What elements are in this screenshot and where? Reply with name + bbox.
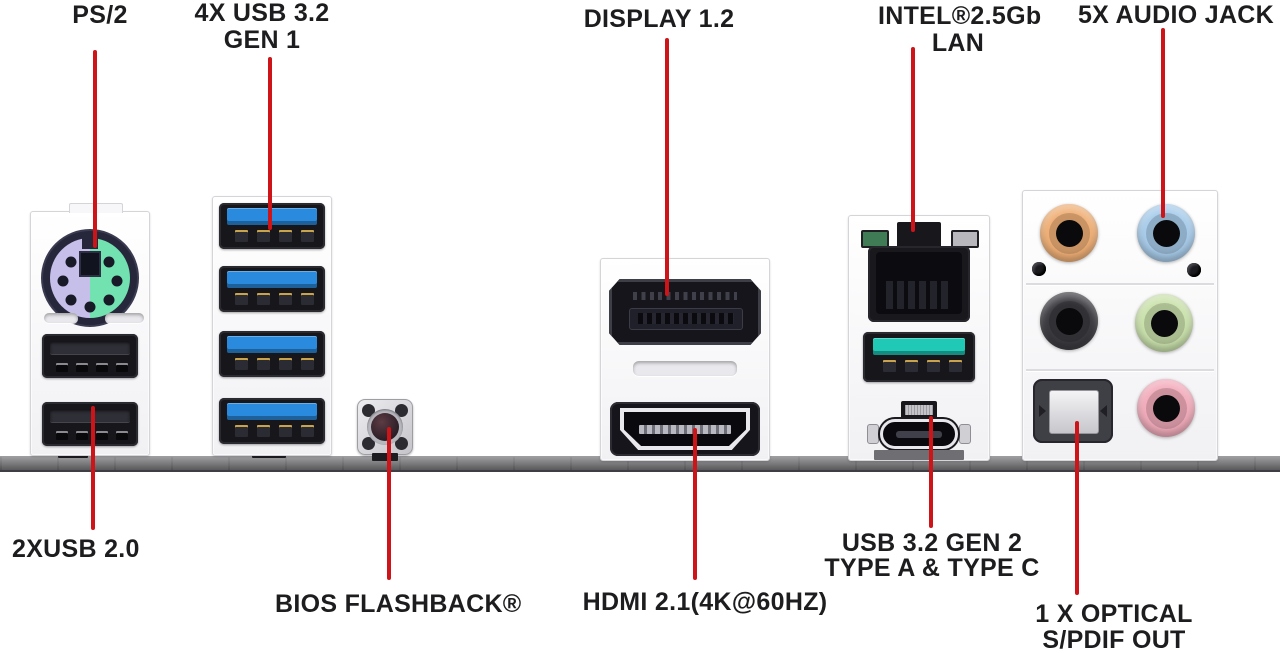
displayport-port bbox=[609, 279, 761, 345]
usb3-tongue bbox=[227, 336, 317, 353]
audio-block bbox=[1022, 190, 1218, 461]
audio-jack-line-out-green bbox=[1135, 294, 1193, 352]
optical-notch bbox=[1100, 405, 1107, 417]
optical-notch bbox=[1039, 405, 1046, 417]
lan-usb-block bbox=[848, 215, 990, 461]
jack-hole bbox=[1150, 309, 1178, 337]
usb3-port-2 bbox=[219, 266, 325, 312]
callout-line-lan bbox=[911, 47, 915, 232]
hdmi-port bbox=[610, 402, 760, 456]
vent-slot bbox=[633, 361, 737, 376]
hdmi-cavity bbox=[624, 412, 746, 446]
usb2-contact-slot bbox=[50, 409, 130, 423]
callout-line-ps2 bbox=[93, 50, 97, 248]
display-block bbox=[600, 258, 770, 461]
usb-gen2-type-a-port bbox=[863, 332, 975, 382]
usb3-stack-block bbox=[212, 196, 332, 456]
label-optical-line2: S/PDIF OUT bbox=[1042, 626, 1186, 653]
displayport-teeth bbox=[638, 313, 734, 324]
label-optical-line1: 1 X OPTICAL bbox=[1035, 600, 1193, 628]
hdmi-pin-strip bbox=[639, 425, 731, 434]
usb-gen2-pins bbox=[883, 360, 962, 372]
button-corner-pin bbox=[395, 437, 408, 450]
usb3-port-1 bbox=[219, 203, 325, 249]
button-cap bbox=[371, 413, 399, 441]
vent-slot bbox=[44, 313, 78, 323]
label-audio: 5X AUDIO JACK bbox=[1077, 1, 1275, 29]
usb2-port-1 bbox=[42, 334, 138, 378]
usb-c-label-sticker bbox=[905, 405, 933, 415]
label-usb32-gen2-line2: TYPE A & TYPE C bbox=[824, 554, 1040, 582]
usb3-pins bbox=[235, 230, 314, 242]
jack-hole bbox=[1055, 307, 1083, 335]
rj45-pin-teeth bbox=[886, 281, 952, 309]
audio-jack-line-in-blue bbox=[1137, 204, 1195, 262]
usb-c-tongue bbox=[896, 430, 942, 438]
label-lan-line2: LAN bbox=[931, 29, 985, 57]
usb3-tongue bbox=[227, 208, 317, 225]
callout-line-usb20 bbox=[91, 406, 95, 530]
label-usb32-gen1-line2: GEN 1 bbox=[223, 26, 301, 54]
rj45-cavity bbox=[876, 252, 962, 314]
usb3-tongue bbox=[227, 403, 317, 420]
displayport-connector-bar bbox=[629, 308, 743, 330]
label-lan-line1: INTEL®2.5Gb bbox=[878, 2, 1042, 30]
usb2-pins bbox=[56, 431, 128, 440]
ethernet-rj45-port bbox=[868, 246, 970, 322]
audio-jack-orange bbox=[1040, 204, 1098, 262]
callout-line-optical bbox=[1075, 421, 1079, 595]
screw bbox=[1032, 262, 1046, 276]
button-ring bbox=[367, 409, 403, 445]
screw bbox=[1187, 263, 1201, 277]
label-ps2: PS/2 bbox=[72, 1, 128, 29]
ps2-usb2-block bbox=[30, 203, 150, 456]
rj45-clip-tab bbox=[897, 222, 941, 248]
jack-hole bbox=[1152, 394, 1180, 422]
usb3-pins bbox=[235, 358, 314, 370]
callout-line-hdmi bbox=[693, 428, 697, 580]
jack-hole bbox=[1152, 219, 1180, 247]
usb3-port-4 bbox=[219, 398, 325, 444]
usb2-contact-slot bbox=[50, 341, 130, 355]
callout-line-displayport bbox=[665, 38, 669, 296]
usb3-pins bbox=[235, 425, 314, 437]
bios-flashback-button bbox=[357, 399, 413, 461]
jack-hole bbox=[1055, 219, 1083, 247]
panel-groove bbox=[1026, 283, 1214, 285]
panel-groove bbox=[1026, 369, 1214, 371]
usb3-tongue bbox=[227, 271, 317, 288]
label-hdmi: HDMI 2.1(4K@60HZ) bbox=[582, 588, 828, 616]
hdmi-shield bbox=[620, 408, 750, 450]
label-displayport: DISPLAY 1.2 bbox=[583, 5, 735, 33]
usb-c-base bbox=[874, 450, 964, 460]
usb-c-top-tab bbox=[901, 401, 937, 419]
usb2-port-2 bbox=[42, 402, 138, 446]
label-bios-flashback: BIOS FLASHBACK® bbox=[275, 590, 522, 618]
usb-gen2-tongue bbox=[873, 338, 965, 355]
callout-line-audio bbox=[1161, 28, 1165, 218]
audio-jack-black bbox=[1040, 292, 1098, 350]
optical-spdif-port bbox=[1033, 379, 1113, 443]
label-usb32-gen1-line1: 4X USB 3.2 bbox=[194, 0, 330, 27]
callout-line-bios-flashback bbox=[387, 427, 391, 580]
usb-c-side-lug bbox=[867, 424, 879, 444]
vent-slot bbox=[105, 313, 144, 323]
usb-c-side-lug bbox=[959, 424, 971, 444]
usb3-port-3 bbox=[219, 331, 325, 377]
label-usb32-gen2-line1: USB 3.2 GEN 2 bbox=[841, 529, 1023, 557]
displayport-pin-row bbox=[633, 292, 737, 300]
usb3-pins bbox=[235, 293, 314, 305]
callout-line-usb32-gen2 bbox=[929, 416, 933, 528]
usb2-pins bbox=[56, 363, 128, 372]
callout-line-usb32-gen1 bbox=[268, 57, 272, 230]
button-base bbox=[372, 453, 398, 461]
button-corner-pin bbox=[395, 404, 408, 417]
label-usb20: 2XUSB 2.0 bbox=[12, 535, 140, 563]
usb-type-c-port bbox=[880, 419, 958, 449]
button-corner-pin bbox=[362, 437, 375, 450]
audio-jack-mic-pink bbox=[1137, 379, 1195, 437]
optical-window bbox=[1049, 390, 1099, 434]
